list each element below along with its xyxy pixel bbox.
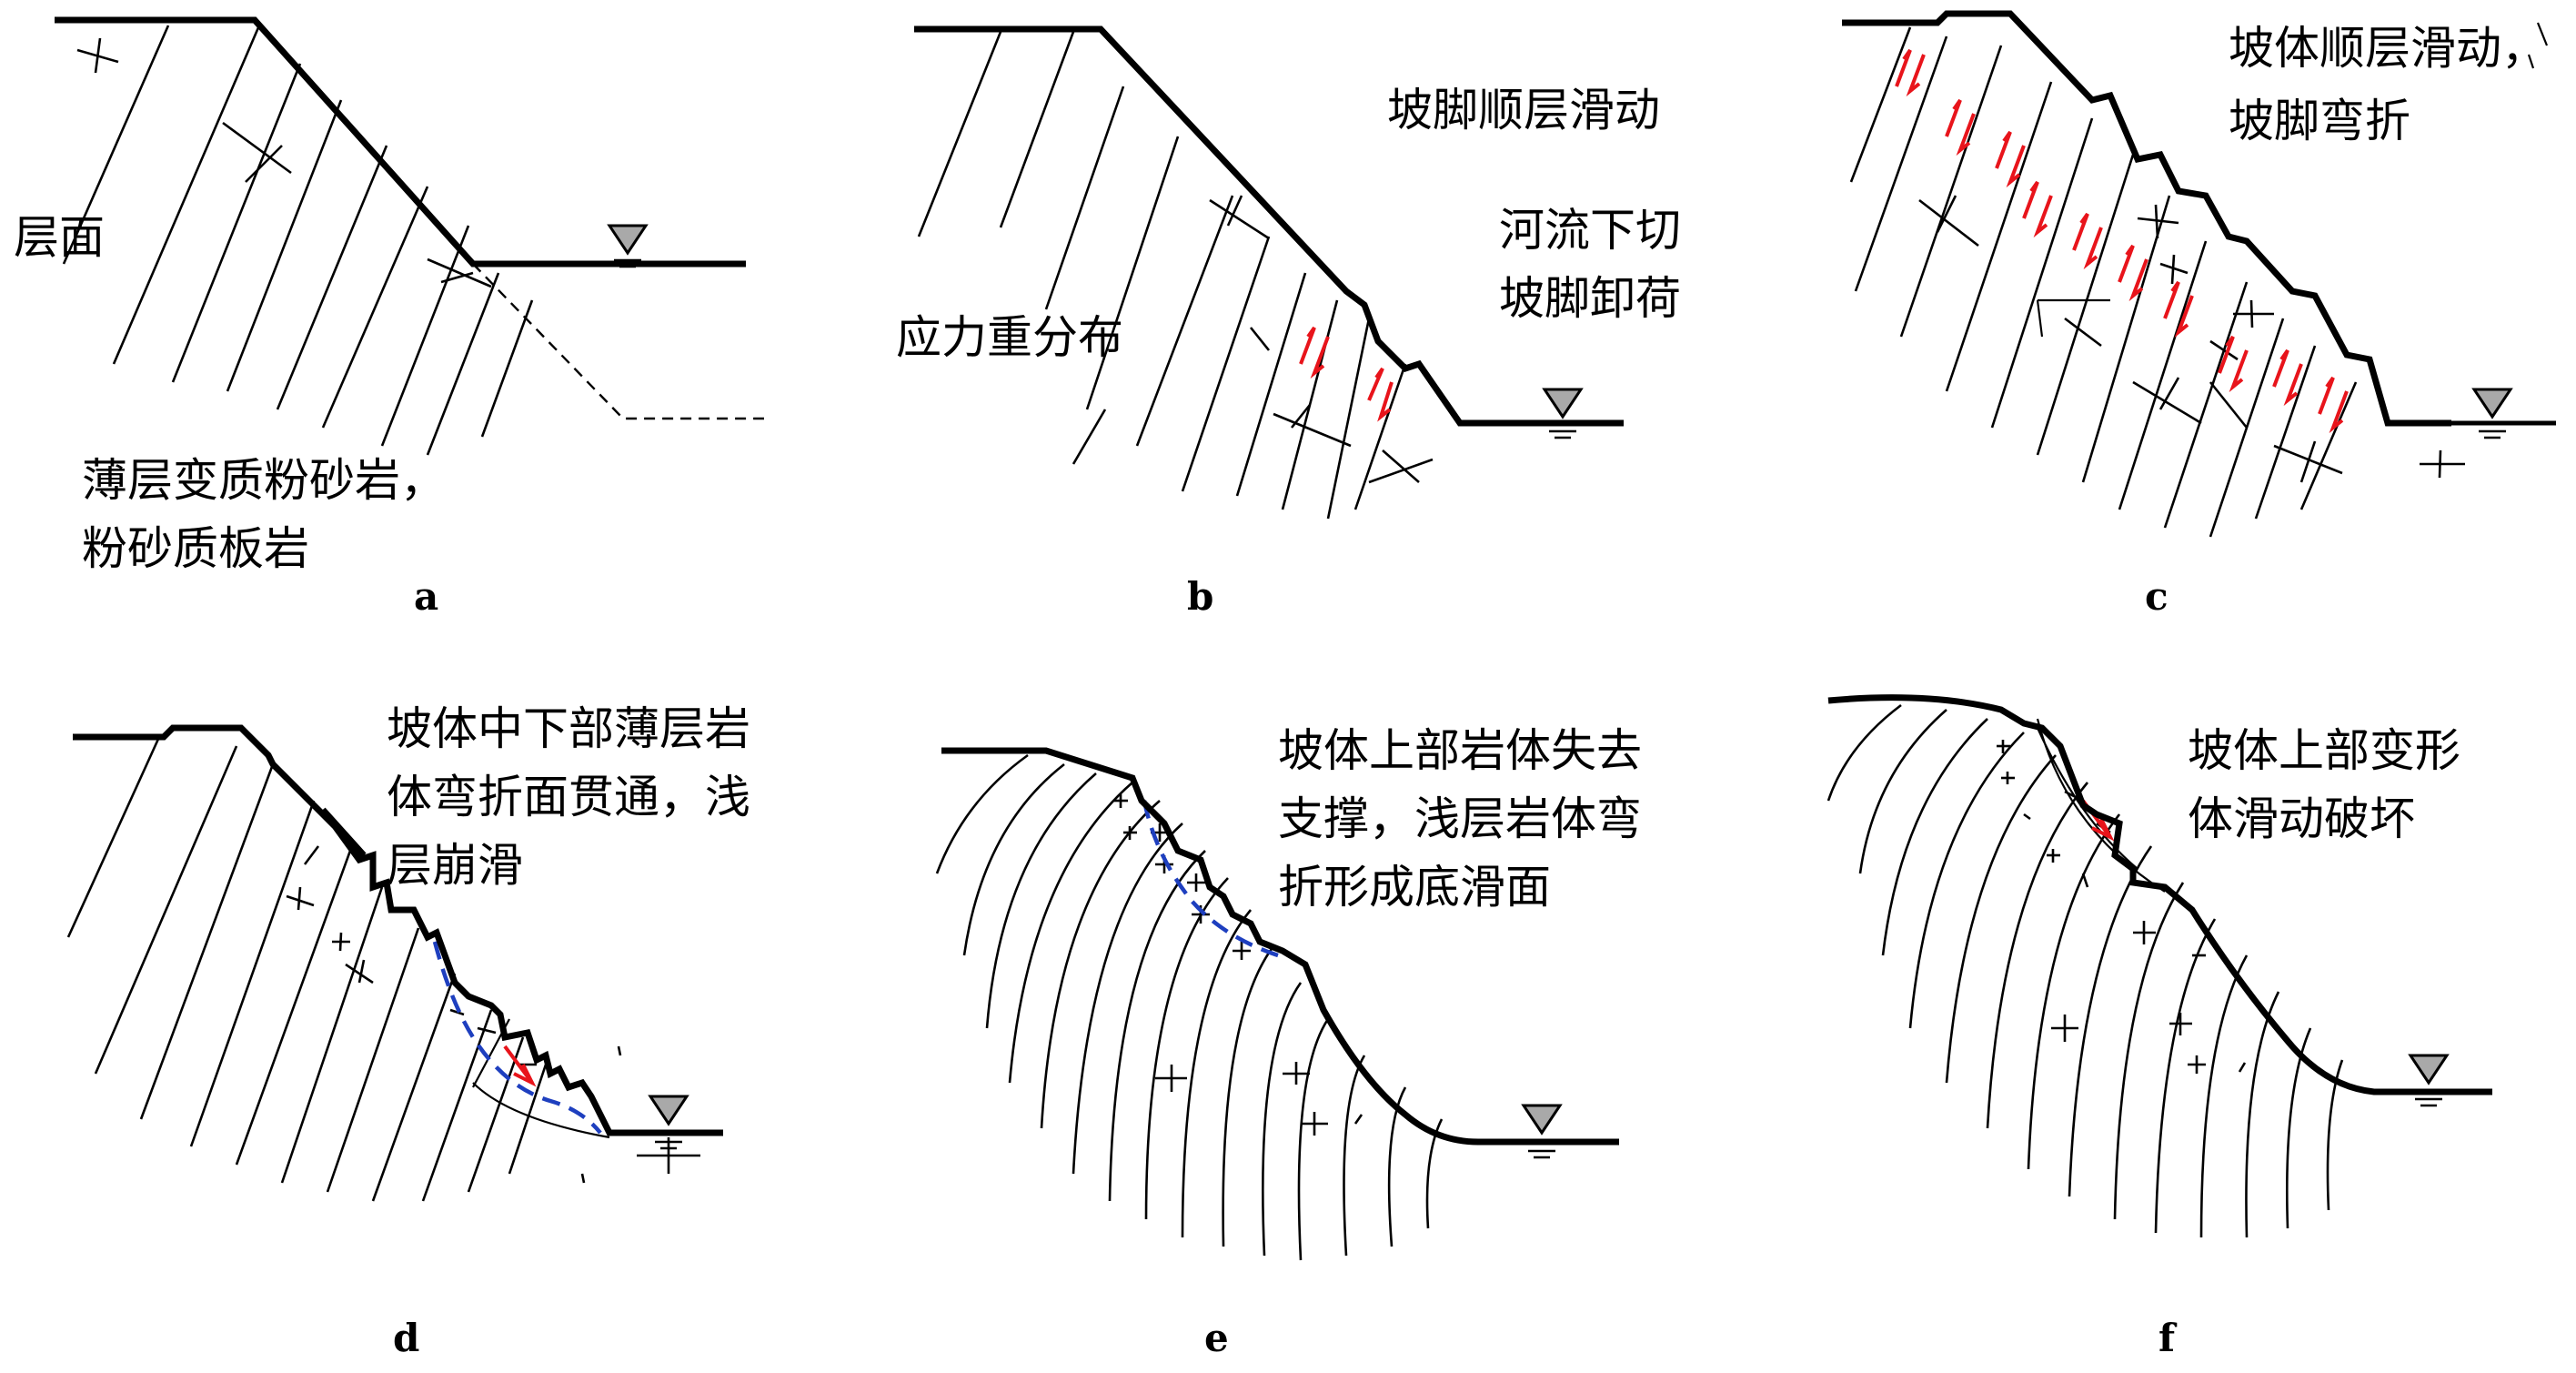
bedding-planes (62, 25, 534, 456)
label-basal-slip-plane: 折形成底滑面 (1278, 861, 1551, 914)
ground-surface (914, 25, 1624, 427)
water-level-icon (607, 224, 649, 268)
joint-ticks (1114, 794, 1363, 1136)
panel-e: 坡体上部岩体失去 支撑，浅层岩体弯 折形成底滑面 e (935, 724, 1642, 1360)
shear-arrow-icon (1895, 48, 2349, 434)
label-mid-lower-slope: 坡体中下部薄层岩 (387, 702, 750, 755)
slip-surface (1142, 800, 1279, 958)
caption-d: d (393, 1316, 419, 1360)
bedding-planes (1849, 26, 2358, 538)
label-bedding-plane: 层面 (14, 211, 105, 264)
caption-e: e (1204, 1316, 1229, 1360)
curved-bedding-planes (935, 753, 1444, 1261)
label-lithology-1: 薄层变质粉砂岩， (82, 454, 446, 507)
curved-bedding-planes (1826, 703, 2344, 1238)
panel-a: 层面 薄层变质粉砂岩， 粉砂质板岩 a (14, 16, 764, 619)
joint-ticks (286, 845, 700, 1184)
caption-c: c (2145, 574, 2168, 619)
joint-ticks (1997, 740, 2247, 1074)
caption-f: f (2158, 1316, 2178, 1360)
panel-b: 坡脚顺层滑动 河流下切 坡脚卸荷 应力重分布 b (896, 25, 1681, 619)
label-shallow-collapse: 层崩滑 (387, 839, 523, 892)
water-level-icon (1521, 1104, 1563, 1159)
label-bedding-slide: 坡体顺层滑动， (2229, 22, 2547, 75)
water-level-icon (1542, 388, 1584, 439)
panel-d: 坡体中下部薄层岩 体弯折面贯通，浅 层崩滑 d (66, 702, 750, 1360)
label-stress-redistribution: 应力重分布 (896, 311, 1123, 364)
label-river-incision: 河流下切 (1499, 204, 1681, 257)
ground-surface (73, 724, 723, 1136)
label-upper-deformation: 坡体上部变形 (2188, 724, 2460, 777)
water-level-icon (2451, 388, 2556, 439)
joint-ticks (1918, 195, 2465, 483)
ground-surface (1827, 694, 2492, 1095)
label-bending-plane-through: 体弯折面贯通，浅 (387, 771, 750, 823)
ground-surface (1842, 10, 2451, 427)
label-toe-bending: 坡脚弯折 (2229, 95, 2410, 147)
joint-ticks (1209, 195, 1434, 484)
label-toe-unloading: 坡脚卸荷 (1499, 272, 1681, 325)
panel-f: 坡体上部变形 体滑动破坏 f (1826, 694, 2492, 1360)
ground-surface (941, 747, 1619, 1146)
water-level-icon (648, 1095, 689, 1150)
ground-surface (55, 16, 746, 268)
future-incision-line (472, 263, 764, 420)
bedding-planes (66, 736, 548, 1202)
label-shallow-bending: 支撑，浅层岩体弯 (1278, 793, 1642, 845)
label-lithology-2: 粉砂质板岩 (82, 522, 309, 575)
slip-surface (432, 941, 602, 1135)
shear-arrow-icon (503, 1045, 537, 1087)
shear-arrow-icon (1299, 326, 1394, 422)
label-toe-sliding: 坡脚顺层滑动 (1387, 84, 1660, 136)
water-level-icon (2408, 1054, 2450, 1107)
caption-b: b (1187, 574, 1213, 619)
panel-c: 坡体顺层滑动， 坡脚弯折 c (1842, 10, 2556, 619)
bedding-planes (917, 31, 1407, 520)
joint-ticks (76, 37, 492, 288)
caption-a: a (414, 574, 438, 619)
label-slide-failure: 体滑动破坏 (2188, 793, 2415, 845)
label-upper-loses-support: 坡体上部岩体失去 (1278, 724, 1642, 777)
